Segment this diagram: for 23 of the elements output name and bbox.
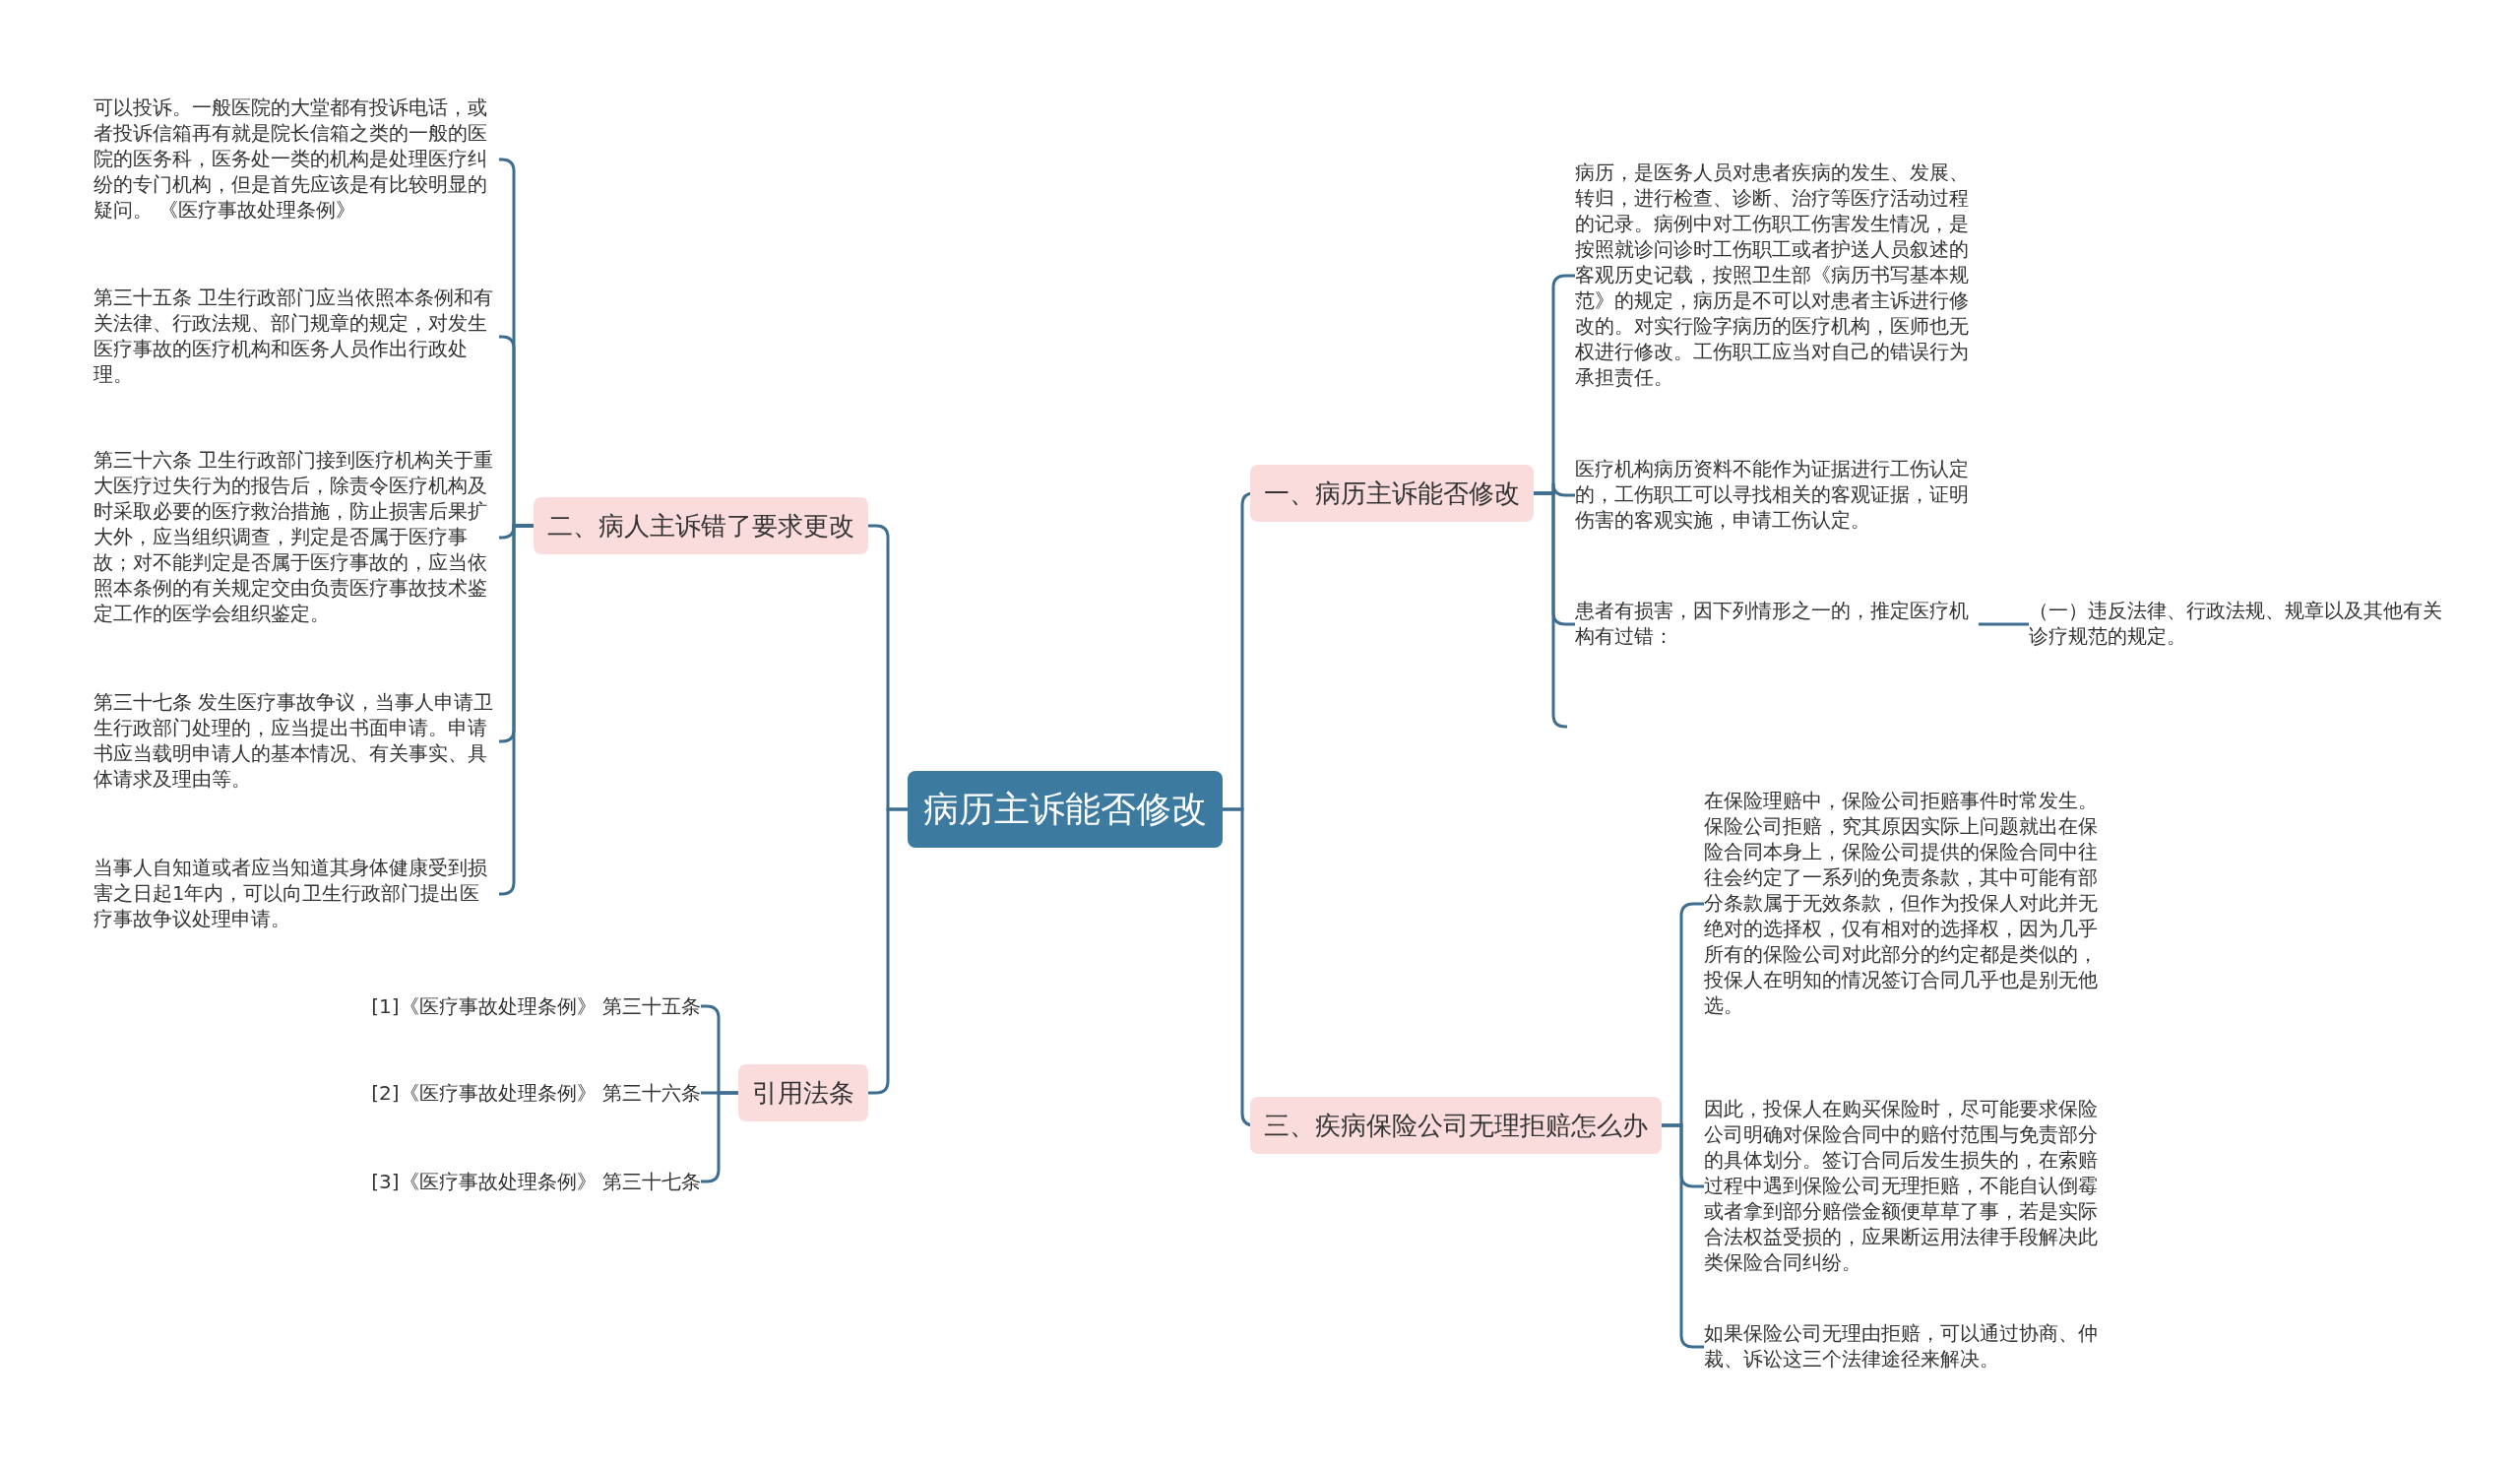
topic-box: 引用法条: [738, 1064, 868, 1121]
reference-text: [3]《医疗事故处理条例》 第三十七条: [371, 1168, 701, 1195]
note-text: 患者有损害，因下列情形之一的，推定医疗机构有过错：: [1575, 599, 1979, 650]
reference-text: [1]《医疗事故处理条例》 第三十五条: [371, 992, 701, 1020]
note-text: 第三十五条 卫生行政部门应当依照本条例和有关法律、行政法规、部门规章的规定，对发生医疗事故的医疗机构和医务人员作出行政处理。: [94, 286, 499, 388]
connector-line: [868, 807, 908, 1095]
note-text: 当事人自知道或者应当知道其身体健康受到损害之日起1年内，可以向卫生行政部门提出医疗事故争议处理申请。: [94, 856, 499, 932]
note-text: （一）违反法律、行政法规、规章以及其他有关诊疗规范的规定。: [2029, 599, 2442, 650]
note-text: 可以投诉。一般医院的大堂都有投诉电话，或者投诉信箱再有就是院长信箱之类的一般的医院的医务科，医务处一类的机构是处理医疗纠纷的专门机构，但是首先应该是有比较明显的疑问。 《医疗事故处理条例》: [94, 96, 499, 223]
note-text: 第三十六条 卫生行政部门接到医疗机构关于重大医疗过失行为的报告后，除责令医疗机构及时采取必要的医疗救治措施，防止损害后果扩大外，应当组织调查，判定是否属于医疗事故；对不能判定是否属于医疗事故的，应当依照本条例的有关规定交由负责医疗事故技术鉴定工作的医学会组织鉴定。: [94, 448, 499, 627]
note-text: 病历，是医务人员对患者疾病的发生、发展、转归，进行检查、诊断、治疗等医疗活动过程的记录。病例中对工伤职工伤害发生情况，是按照就诊问诊时工伤职工或者护送人员叙述的客观历史记载，按照卫生部《病历书写基本规范》的规定，病历是不可以对患者主诉进行修改的。对实行险字病历的医疗机构，医师也无权进行修改。工伤职工应当对自己的错误行为承担责任。: [1575, 160, 1979, 391]
connector-line: [1979, 622, 2029, 626]
reference-text: [2]《医疗事故处理条例》 第三十六条: [371, 1079, 701, 1107]
topic-box: 二、病人主诉错了要求更改: [534, 497, 868, 554]
note-text: 医疗机构病历资料不能作为证据进行工伤认定的，工伤职工可以寻找相关的客观证据，证明伤害的客观实施，申请工伤认定。: [1575, 457, 1979, 534]
central-topic-box: 病历主诉能否修改: [908, 771, 1223, 848]
note-text: 第三十七条 发生医疗事故争议，当事人申请卫生行政部门处理的，应当提出书面申请。申请书应当载明申请人的基本情况、有关事实、具体请求及理由等。: [94, 690, 499, 793]
topic-box: 三、疾病保险公司无理拒赔怎么办: [1250, 1097, 1662, 1154]
connector-line: [1534, 491, 1568, 729]
note-text: 因此，投保人在购买保险时，尽可能要求保险公司明确对保险合同中的赔付范围与免责部分的具体划分。签订合同后发生损失的，在索赔过程中遇到保险公司无理拒赔，不能自认倒霉或者拿到部分赔偿金额便草草了事，若是实际合法权益受损的，应果断运用法律手段解决此类保险合同纠纷。: [1704, 1097, 2106, 1276]
topic-box: 一、病历主诉能否修改: [1250, 465, 1534, 522]
note-text: 如果保险公司无理由拒赔，可以通过协商、仲裁、诉讼这三个法律途径来解决。: [1704, 1321, 2106, 1372]
note-text: 在保险理赔中，保险公司拒赔事件时常发生。保险公司拒赔，究其原因实际上问题就出在保险合同本身上，保险公司提供的保险合同中往往会约定了一系列的免责条款，其中可能有部分条款属于无效条款，但作为投保人对此并无绝对的选择权，仅有相对的选择权，因为几乎所有的保险公司对此部分的约定都是类似的，投保人在明知的情况签订合同几乎也是别无他选。: [1704, 789, 2106, 1019]
